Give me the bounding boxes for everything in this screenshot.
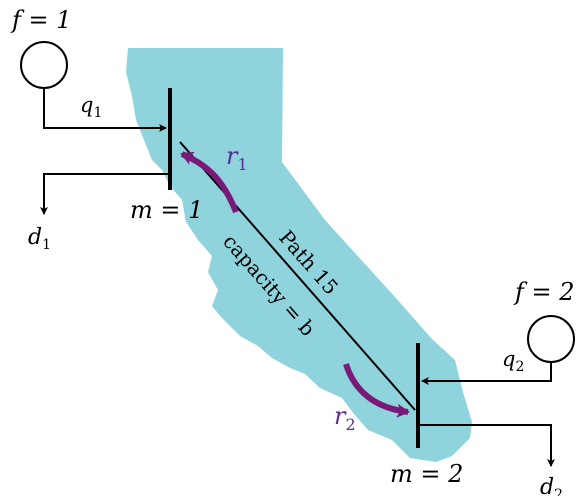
q1-label: q1 [80,93,102,121]
firm-1-supply-line [43,88,167,132]
d2-label: d2 [540,475,563,496]
demand-1-line [40,173,170,215]
firm-2-label: f = 2 [513,278,575,306]
firm-1-label: f = 1 [10,6,72,34]
demand-2-line [418,424,555,467]
firm-2-circle [527,315,575,363]
california-map-shape [126,48,472,462]
m1-label: m = 1 [130,196,203,224]
d1-label: d1 [28,225,51,253]
firm-2-supply-line [421,362,552,385]
q2-label: q2 [502,347,524,375]
r1-flow-arrow [180,151,239,214]
firm-1-circle [20,41,68,89]
m2-label: m = 2 [390,460,463,488]
path-15-line [179,141,416,411]
r1-label: r1 [226,142,248,174]
r2-label: r2 [334,402,356,434]
r2-flow-arrow [343,363,410,418]
